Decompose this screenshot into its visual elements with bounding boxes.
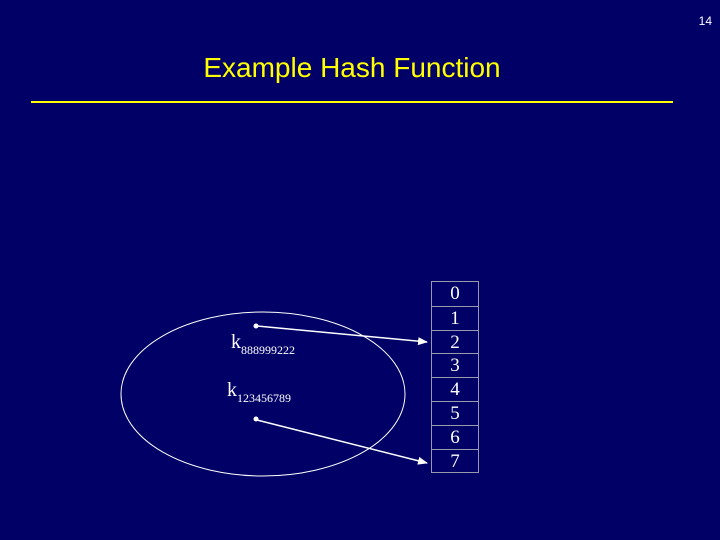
hash-table-cell: 0: [450, 283, 460, 304]
mapping-arrow-1: [256, 325, 428, 346]
hash-table-cell: 3: [432, 353, 478, 377]
key-point-1: [253, 323, 259, 329]
hash-table-cell: 7: [432, 448, 478, 473]
mapping-arrow-2: [256, 419, 428, 465]
key-subscript: 888999222: [241, 343, 295, 357]
hash-table-cell: 1: [432, 305, 478, 330]
key-letter: k: [231, 331, 241, 353]
hash-table-cell: 2: [432, 329, 478, 354]
slide-title: Example Hash Function: [203, 52, 501, 83]
hash-table-cell: 6: [432, 424, 478, 449]
title-underline: [31, 101, 673, 103]
hash-table-cell: 5: [432, 400, 478, 425]
key-subscript: 123456789: [237, 391, 291, 405]
key-set-ellipse: [120, 311, 406, 477]
key-letter: k: [227, 379, 237, 401]
hash-table-cell: 4: [432, 377, 478, 401]
key-label-1: k888999222: [231, 331, 295, 356]
key-label-2: k123456789: [227, 379, 291, 404]
hash-table: 0 1 2 3 4 5 6 7: [431, 281, 479, 474]
page-number: 14: [698, 14, 712, 28]
